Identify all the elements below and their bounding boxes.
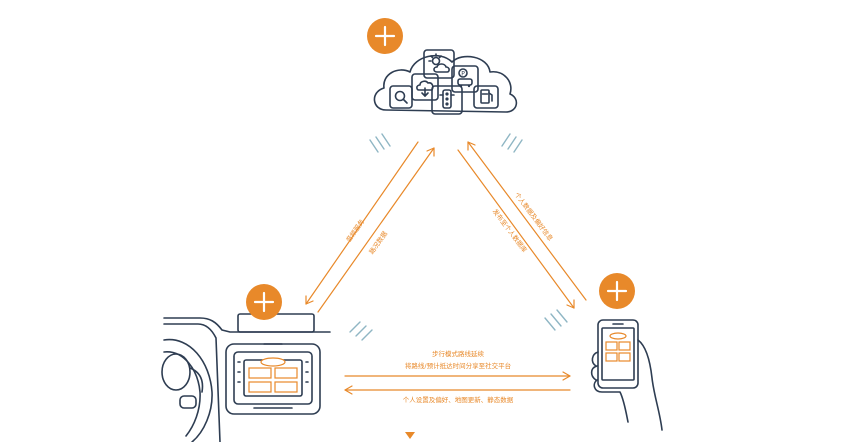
signal-waves-phone (544, 309, 568, 331)
cloud-outline (373, 54, 518, 113)
weather-tile (423, 49, 455, 79)
search-tile (389, 85, 413, 109)
hand-icon (590, 339, 663, 431)
arrow-cloud-to-car (305, 141, 419, 305)
label-cloud-car-2: 路况数据 (367, 229, 390, 256)
arrow-car-to-cloud (317, 147, 435, 313)
parking-icon: P (457, 68, 473, 88)
signal-waves-cloud-left (369, 133, 391, 153)
smartphone-icon (597, 319, 639, 389)
dashboard-outline (163, 317, 331, 333)
head-unit-icon (225, 313, 321, 415)
arrow-phone-to-cloud (467, 141, 587, 301)
fuel-icon (480, 89, 493, 104)
signal-waves-cloud-right (501, 133, 523, 153)
scroll-down-icon[interactable] (405, 432, 415, 439)
cloud-download-icon (416, 80, 434, 97)
plus-badge-car (246, 284, 282, 320)
plus-badge-phone (599, 273, 635, 309)
label-car-phone-2: 将路线/预计抵达时间分享至社交平台 (405, 361, 511, 370)
phone-node (590, 319, 663, 431)
traffic-tile (431, 85, 463, 115)
arrow-cloud-to-phone (457, 149, 575, 309)
plus-badge-cloud (367, 18, 403, 54)
svg-text:P: P (461, 71, 465, 78)
fuel-tile (473, 85, 499, 109)
traffic-light-icon (439, 89, 455, 109)
arrow-phone-to-car (344, 385, 571, 395)
cloud-node: P (373, 49, 518, 115)
label-cloud-phone-1: 个人数据及偏好信息 (513, 190, 556, 243)
label-cloud-phone-2: 发布至个人数据库 (491, 207, 530, 254)
signal-waves-car (349, 321, 373, 341)
car-node (161, 313, 331, 442)
download-tile (411, 73, 439, 101)
parking-tile (451, 65, 479, 93)
arrow-car-to-phone (344, 371, 571, 381)
label-phone-car-1: 个人设置及偏好、地图更新、静态数据 (403, 395, 514, 404)
label-cloud-car-1: 音频服务 (344, 217, 367, 244)
steering-wheel-icon (161, 338, 213, 442)
label-car-phone-1: 步行模式路线延续 (432, 349, 485, 358)
weather-icon (428, 53, 450, 73)
search-icon (394, 90, 408, 104)
